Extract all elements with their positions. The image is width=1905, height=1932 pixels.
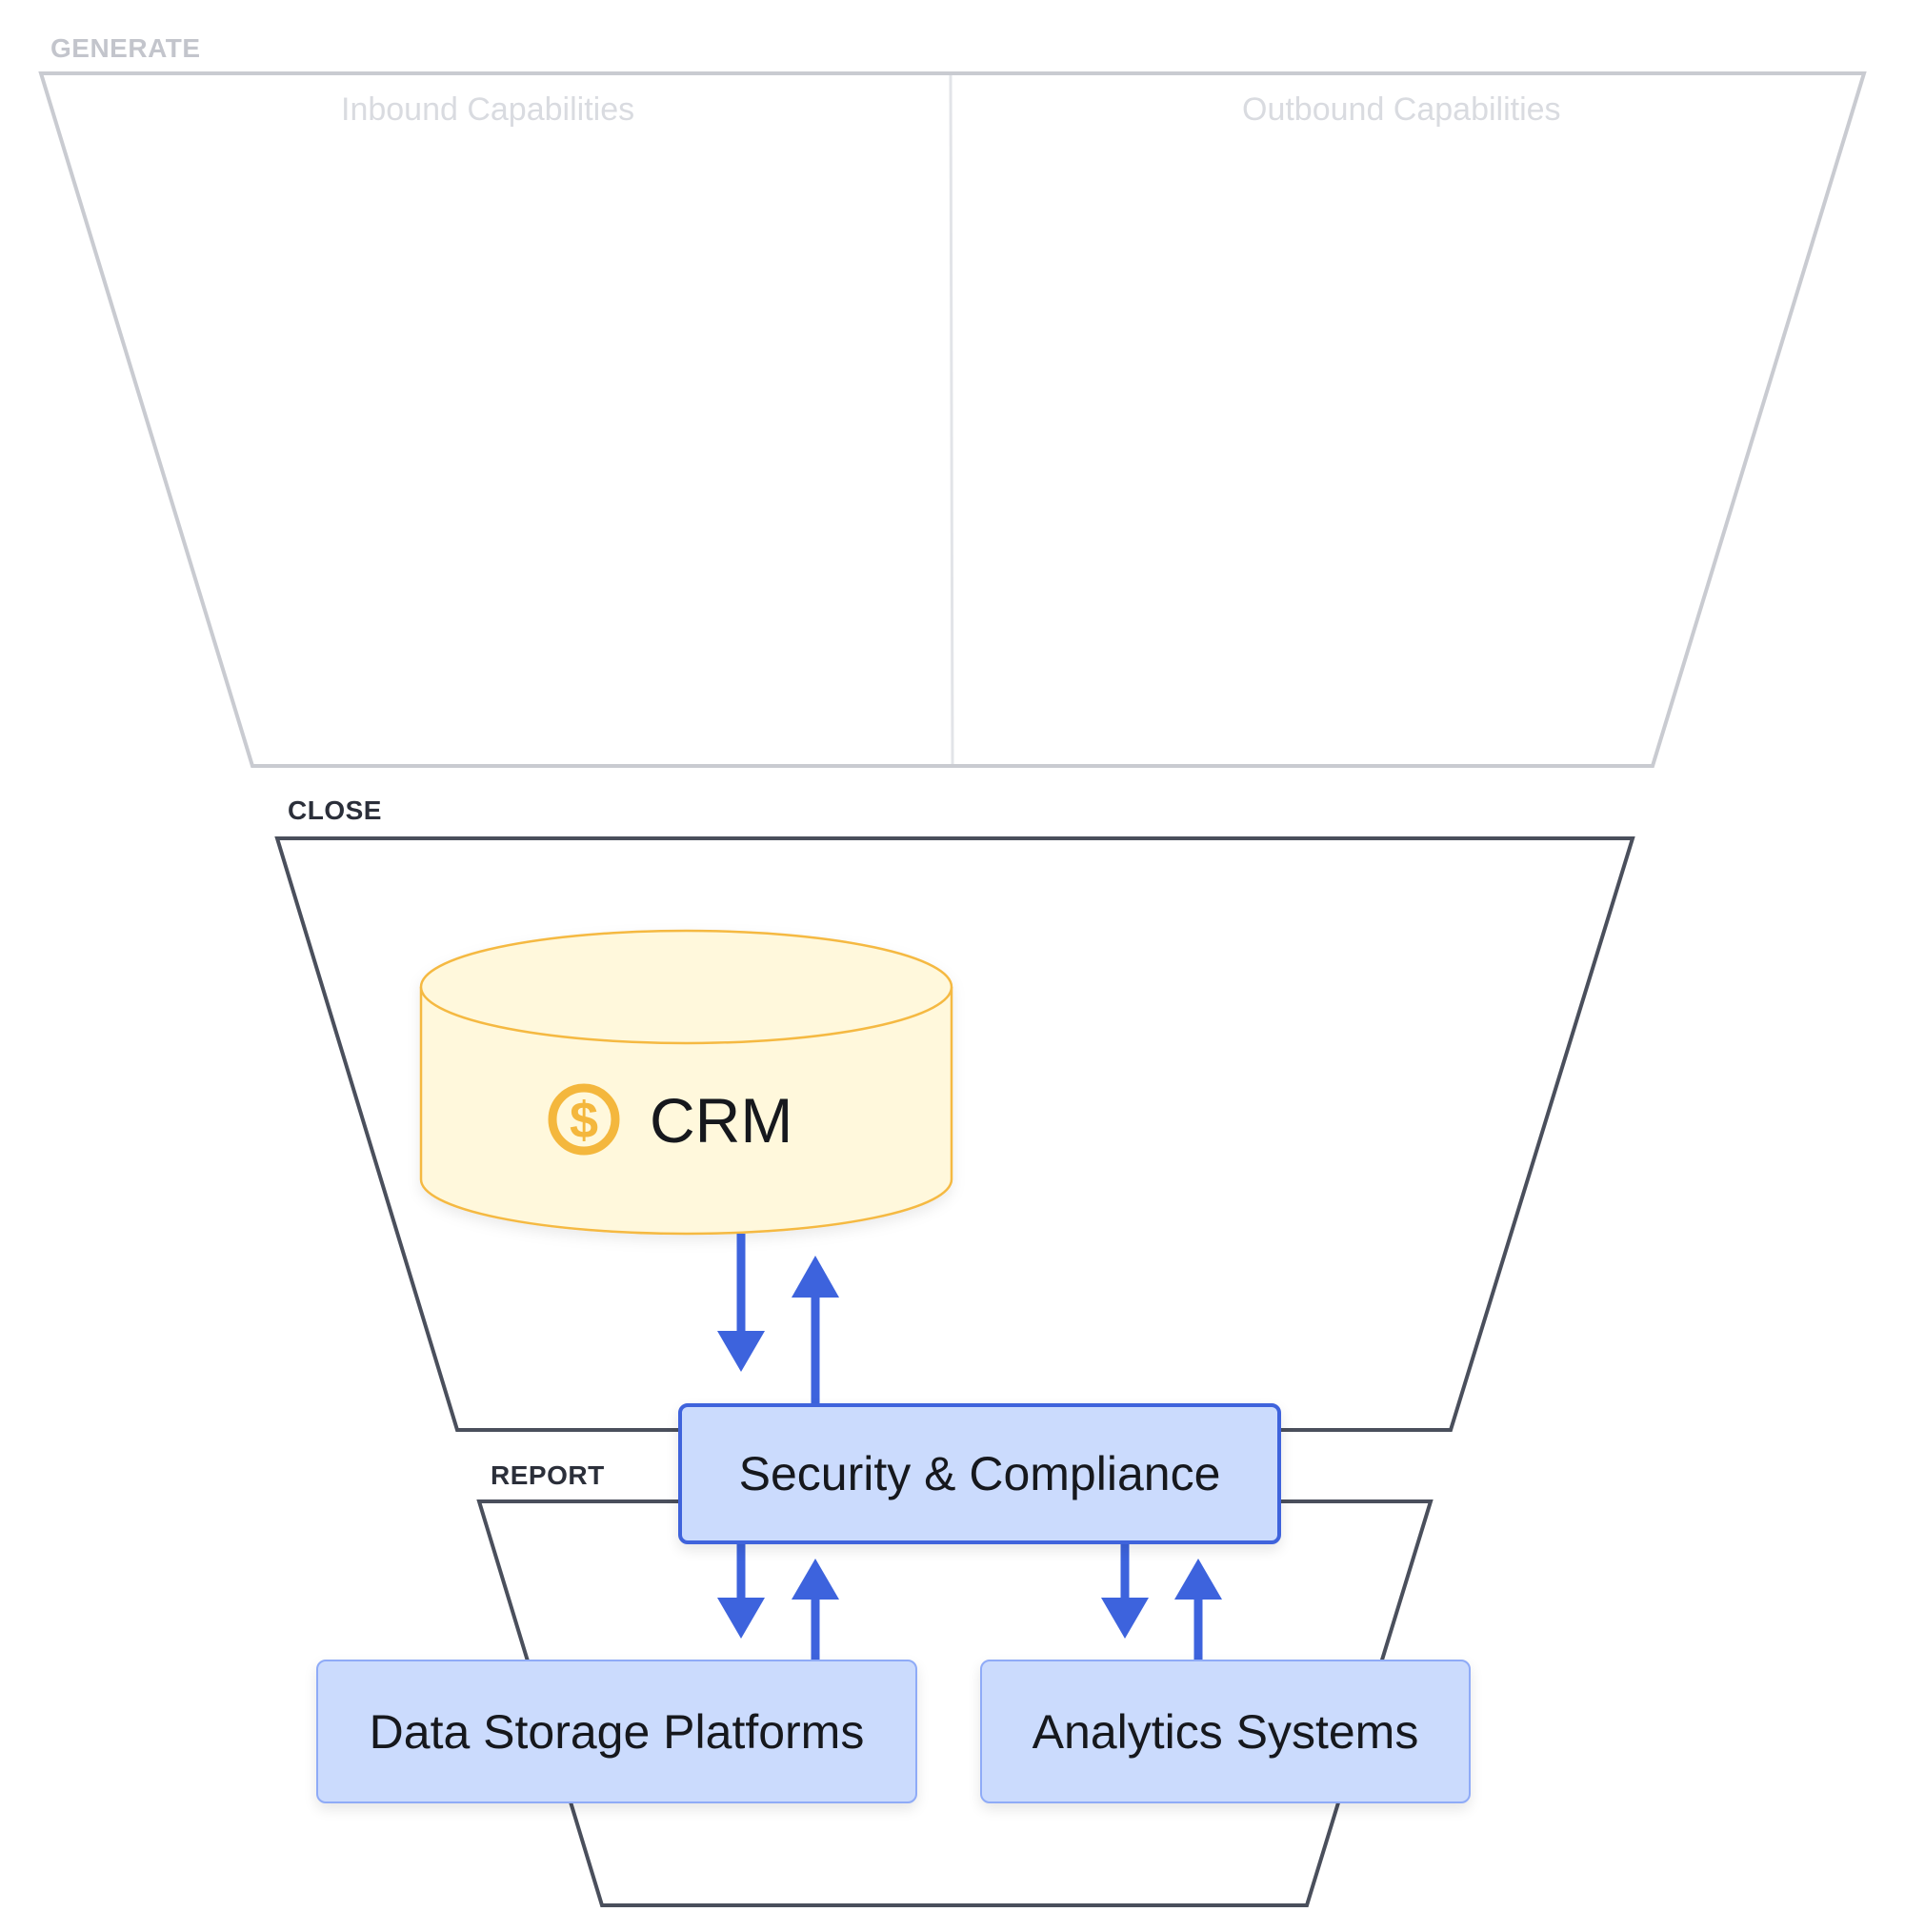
arrow-analytics-to-security <box>1174 1559 1222 1660</box>
arrow-security-to-analytics <box>1101 1544 1149 1639</box>
crm-database[interactable] <box>419 929 953 1236</box>
close-stage-outline <box>274 836 1635 1432</box>
security-compliance-node[interactable]: Security & Compliance <box>678 1403 1281 1544</box>
generate-column-divider <box>949 74 954 765</box>
crm-cylinder-top <box>419 929 953 1045</box>
close-stage-label: CLOSE <box>288 795 382 825</box>
arrows <box>717 1234 1222 1660</box>
crm-cylinder-body <box>419 987 953 1236</box>
arrow-data-storage-to-security <box>792 1559 839 1660</box>
crm-label: CRM <box>650 1085 793 1156</box>
dollar-coin-icon: $ <box>548 1083 620 1156</box>
analytics-systems-node[interactable]: Analytics Systems <box>980 1660 1471 1803</box>
svg-text:$: $ <box>570 1092 598 1149</box>
generate-stage-label: GENERATE <box>50 33 201 63</box>
data-storage-platforms-label: Data Storage Platforms <box>369 1704 865 1759</box>
inbound-capabilities-label: Inbound Capabilities <box>341 91 635 128</box>
data-storage-platforms-node[interactable]: Data Storage Platforms <box>316 1660 917 1803</box>
generate-stage-outline <box>38 71 1867 768</box>
report-stage-label: REPORT <box>491 1460 605 1490</box>
security-compliance-label: Security & Compliance <box>738 1447 1221 1500</box>
arrow-crm-to-security <box>717 1234 765 1372</box>
arrow-security-to-crm <box>792 1256 839 1403</box>
arrow-security-to-data-storage <box>717 1544 765 1639</box>
analytics-systems-label: Analytics Systems <box>1032 1704 1419 1759</box>
outbound-capabilities-label: Outbound Capabilities <box>1242 91 1561 128</box>
